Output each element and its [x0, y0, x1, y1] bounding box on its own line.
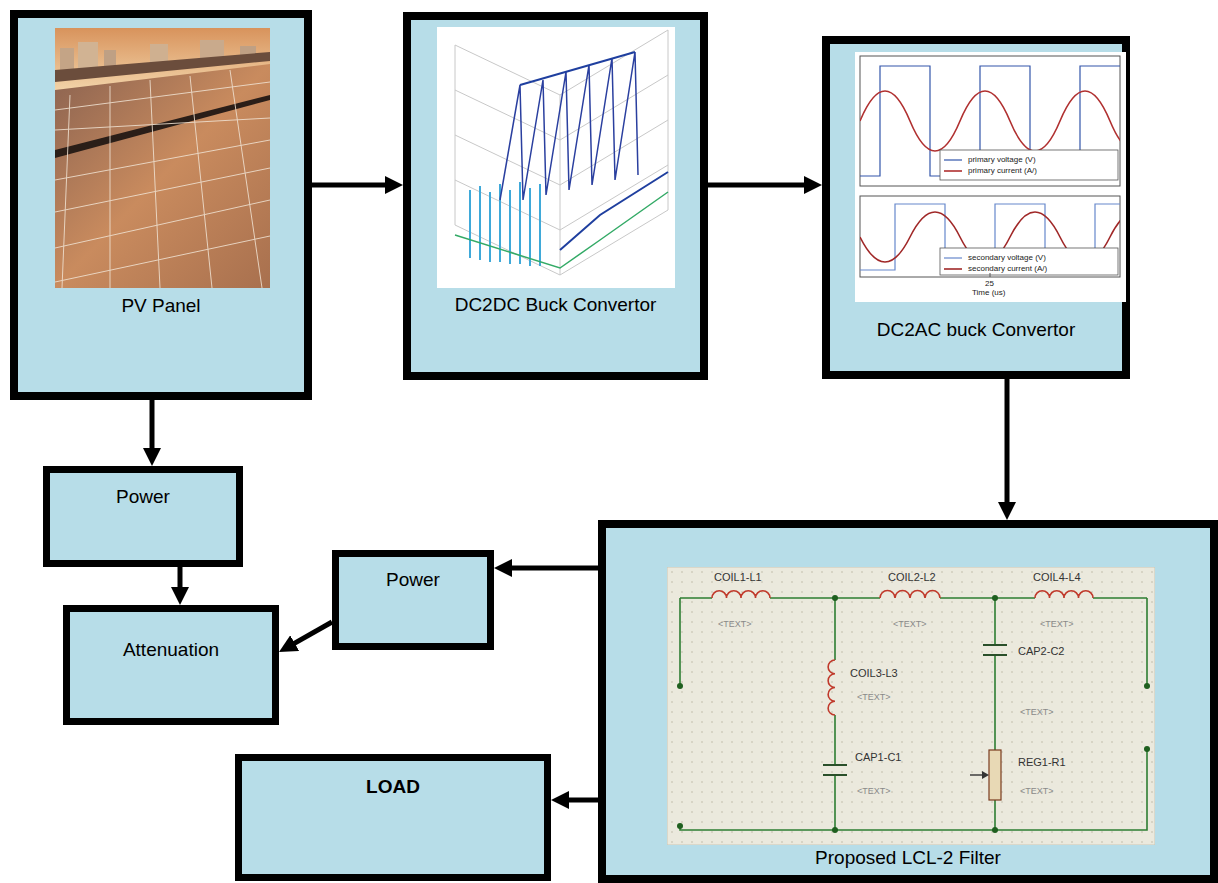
arrow-connector [708, 183, 810, 188]
blue-sawtooth [500, 52, 638, 200]
wires [680, 598, 1147, 830]
arrow-connector [1005, 379, 1010, 508]
arrow-connector [506, 566, 598, 571]
cyan-bars [470, 182, 540, 266]
node-label: LOAD [366, 776, 420, 798]
plot-frame [455, 30, 668, 275]
load-box: LOAD [235, 754, 551, 881]
arrow-connector [178, 567, 183, 593]
inverter-box: DC2AC buck Convertor [822, 36, 1130, 379]
pv-panel-box: PV Panel [10, 10, 312, 400]
process-box: Attenuation [63, 605, 279, 725]
buck-3d-plot [437, 27, 675, 288]
arrow-connector [289, 622, 332, 646]
filter-box: Proposed LCL-2 Filter [598, 520, 1218, 883]
inductor-symbols [712, 591, 1093, 716]
node-label: Attenuation [123, 639, 219, 661]
green-trace [455, 192, 668, 268]
capacitor-symbols [823, 645, 1007, 775]
arrow-connector [150, 400, 155, 454]
node-label: Power [116, 486, 170, 508]
secondary-plot [860, 196, 1126, 277]
inverter-waveform-plot [855, 52, 1126, 302]
node-label: Power [386, 569, 440, 591]
node-label: DC2AC buck Convertor [877, 319, 1076, 341]
buck-converter-box: DC2DC Buck Convertor [403, 12, 708, 380]
arrow-connector [563, 798, 598, 803]
primary-plot [860, 56, 1126, 186]
resistor-symbol [970, 750, 1001, 800]
solar-panel-photo [55, 28, 270, 288]
filter-schematic [667, 567, 1155, 845]
panel-surface [55, 52, 270, 288]
junction-dots [677, 595, 1150, 833]
arrow-connector [312, 183, 391, 188]
process-box: Power [332, 550, 494, 650]
node-label: PV Panel [121, 295, 200, 317]
process-box: Power [43, 466, 243, 567]
blue-envelope [520, 52, 668, 250]
node-label: Proposed LCL-2 Filter [815, 847, 1001, 869]
node-label: DC2DC Buck Convertor [455, 294, 657, 316]
